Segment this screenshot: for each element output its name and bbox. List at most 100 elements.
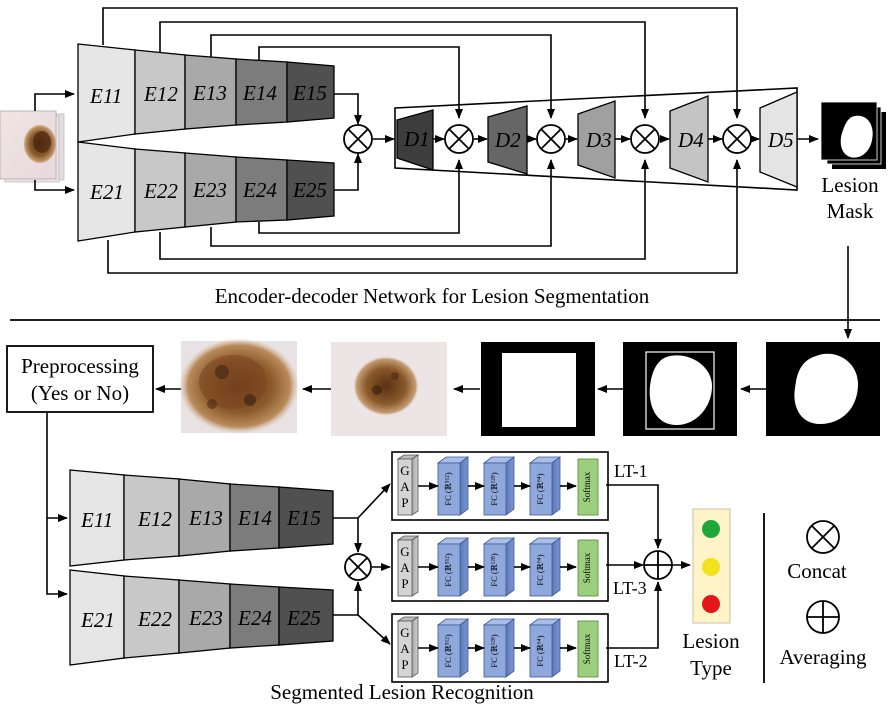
encoder-label: E22 [143,179,178,203]
gap-letter: G [400,544,409,559]
traffic-light-green [702,520,720,538]
e15-to-concat [333,517,362,553]
e25-to-concat [333,581,362,616]
gap-block: GAP [396,616,420,678]
encoder-label: E23 [192,178,227,202]
concat-icon [630,124,660,154]
encoder-label: E22 [137,607,172,631]
encoder-1-top: E11 E12 E13 E14 E15 [77,43,335,143]
encoder-label: E14 [237,506,272,530]
fc-layer-block: FC (ℝ¹²⁸) [482,537,516,597]
fc-label: FC (ℝ⁵¹²) [443,634,453,667]
gap-letter: P [401,657,408,672]
softmax-block: Softmax [577,620,599,678]
concat-icon [343,124,373,154]
decoder-label: D2 [494,128,521,152]
classifier-branch-lt3: GAP FC (ℝ⁵¹²) FC (ℝ¹²⁸) FC (ℝ⁶⁴) Softmax [391,532,609,602]
decoder-label: D3 [585,128,612,152]
encoder-1-bottom: E11 E12 E13 E14 E15 [69,469,334,567]
mask-image [766,342,880,436]
concat-icon [344,553,372,581]
decoder-frame [394,87,798,191]
gap-letter: G [400,625,409,640]
legend-concat-label: Concat [787,559,847,583]
softmax-block: Softmax [577,458,599,516]
traffic-light-yellow [702,558,720,576]
encoder-label: E25 [292,178,327,202]
classifier-branch-lt1: GAP FC (ℝ⁵¹²) FC (ℝ¹²⁸) FC (ℝ⁶⁴) Softmax [391,451,609,521]
gap-block: GAP [396,535,420,597]
concat-icon [444,124,474,154]
encoder-label: E15 [292,81,327,105]
encoder-label: E13 [192,81,227,105]
e15-to-concat [334,93,362,125]
decoder-block-d2 [487,105,528,175]
fc-label: FC (ℝ⁶⁴) [535,635,545,666]
encoder-label: E24 [237,606,272,630]
lesion-type-label: Lesion [682,629,740,653]
fc-layer-block: FC (ℝ⁶⁴) [528,456,562,516]
to-branch-lt1 [357,483,391,519]
gap-letter: A [400,641,410,656]
decoder: D1 D2 D3 D4 D5 [396,91,798,188]
softmax-label: Softmax [582,552,592,583]
encoder-label: E23 [188,606,223,630]
input-arrow-top [34,90,75,111]
lesion-mask-label: Mask [827,199,874,223]
encoder-2-top: E21 E22 E23 E24 E25 [77,141,335,242]
softmax-label: Softmax [582,633,592,664]
legend-averaging-icon [806,600,840,634]
bounding-box-mask [481,342,595,436]
encoder-label: E12 [137,507,172,531]
lesion-mask-label: Lesion [821,173,879,197]
concat-icon [722,124,752,154]
softmax-block: Softmax [577,539,599,597]
fc-layer-block: FC (ℝ⁵¹²) [436,456,470,516]
averaging-icon [643,550,673,580]
lt1-to-average [606,484,662,549]
e25-to-concat [334,153,362,191]
preprocessing-label: Preprocessing [21,354,139,378]
decoder-block-d5 [759,91,798,188]
fc-layer-block: FC (ℝ¹²⁸) [482,456,516,516]
gap-letter: A [400,479,410,494]
to-encoder-2-arrow [46,412,68,598]
branch-label: LT-1 [614,461,648,481]
skip-connections [102,7,741,274]
mask-with-bounding-box [623,342,737,436]
preprocessing-label: (Yes or No) [31,381,129,405]
input-arrow-bottom [34,180,75,194]
gap-block: GAP [396,454,420,516]
to-branch-lt2 [357,614,391,645]
encoder-label: E11 [89,84,122,108]
gap-letter: G [400,463,409,478]
decoder-label: D1 [403,127,430,151]
lesion-type-label: Type [690,656,732,680]
original-lesion-image [331,342,447,436]
legend-averaging-label: Averaging [779,645,867,669]
encoder-label: E25 [286,606,321,630]
branch-label: LT-2 [614,651,648,671]
classifier-branch-lt2: GAP FC (ℝ⁵¹²) FC (ℝ¹²⁸) FC (ℝ⁶⁴) Softmax [391,613,609,683]
encoder-label: E13 [188,506,223,530]
gap-letter: A [400,560,410,575]
fc-layer-block: FC (ℝ⁵¹²) [436,537,470,597]
fc-label: FC (ℝ⁵¹²) [443,472,453,505]
encoder-block-e15 [286,61,335,123]
encoder-block-e25 [286,159,335,221]
traffic-light-red [702,595,720,613]
fc-label: FC (ℝ⁶⁴) [535,554,545,585]
fc-label: FC (ℝ⁵¹²) [443,553,453,586]
decoder-label: D4 [677,128,704,152]
segmentation-caption: Encoder-decoder Network for Lesion Segme… [215,284,650,308]
lesion-mask-output [820,101,886,169]
encoder-label: E21 [89,180,124,204]
fc-label: FC (ℝ¹²⁸) [489,634,499,667]
fc-label: FC (ℝ¹²⁸) [489,472,499,505]
lesion-type-indicator [692,508,731,624]
fc-layer-block: FC (ℝ⁶⁴) [528,618,562,678]
decoder-label: D5 [767,128,794,152]
encoder-label: E12 [143,82,178,106]
legend-concat-icon [806,520,840,554]
